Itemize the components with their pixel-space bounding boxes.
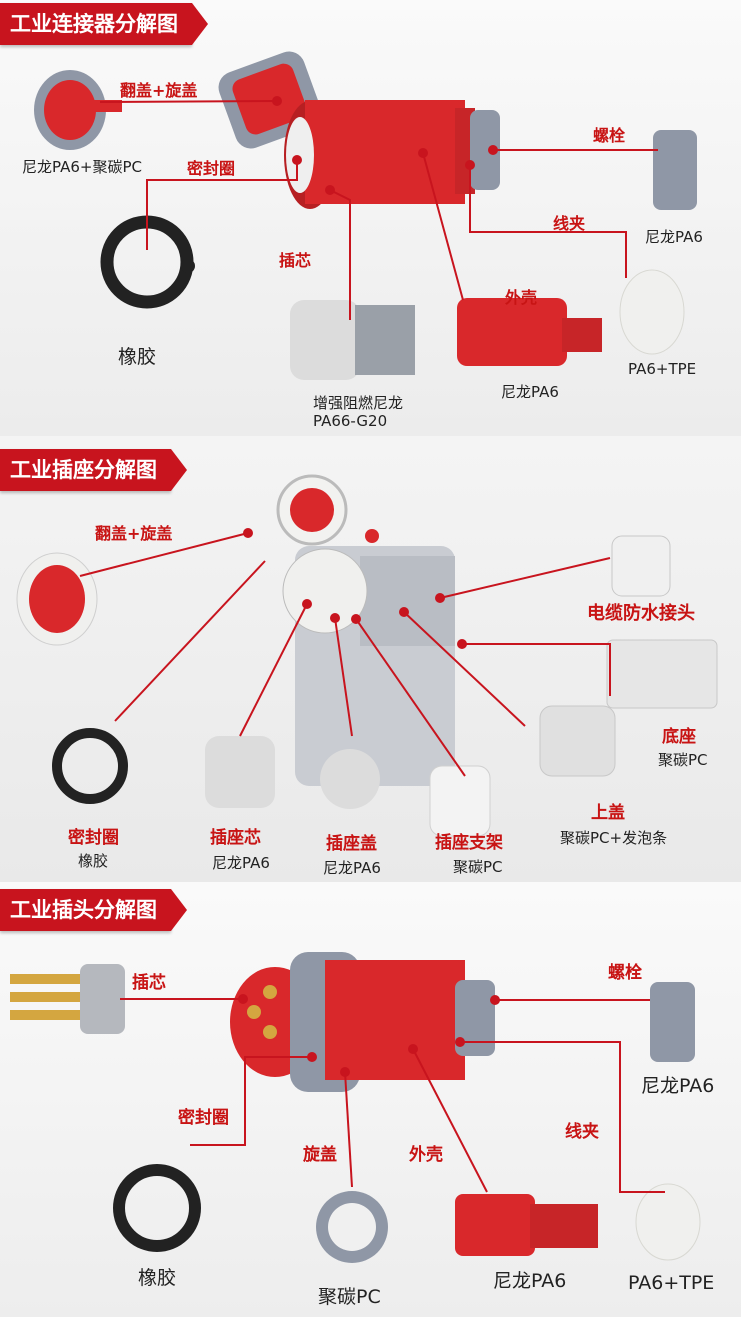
clamp-material: PA6+TPE [628,360,697,378]
connector-main-body [218,51,500,209]
screw-cap-material: 聚碳PC [318,1286,381,1308]
socket-bracket-part [429,765,491,837]
connector-arrows [99,100,658,320]
plug-title: 工业插头分解图 [0,889,187,931]
shell-material: 尼龙PA6 [493,1270,567,1292]
core-part [290,300,415,380]
top-cover-material: 聚碳PC+发泡条 [560,829,668,847]
bolt-material: 尼龙PA6 [645,228,703,246]
plug-main-body [230,952,495,1092]
shell-part [457,298,602,366]
socket-core-part [205,736,275,808]
socket-cap-part [320,749,380,809]
core-label: 插芯 [132,973,166,993]
base-material: 聚碳PC [658,751,708,769]
socket-core-material: 尼龙PA6 [212,854,270,872]
plug-section: 工业插头分解图 插芯 螺栓 尼龙PA6 密封圈 橡胶 旋盖 聚碳PC 外壳 尼龙… [0,882,741,1317]
rubber-label: 橡胶 [138,1267,177,1289]
screw-cap-part [316,1191,388,1263]
connector-arrow-dots [272,96,498,195]
clamp-material: PA6+TPE [628,1272,715,1294]
shell-part [455,1194,598,1256]
flip-cover-part [34,70,122,150]
socket-bracket-material: 聚碳PC [453,858,503,876]
socket-main-body [276,474,455,786]
base-part [606,639,718,709]
flip-cover-part [16,552,98,646]
core-material-2: PA66-G20 [313,412,388,430]
socket-title: 工业插座分解图 [0,449,187,491]
rubber-label: 橡胶 [118,346,157,368]
core-part [10,964,125,1034]
plug-illustration [10,952,701,1263]
bolt-part [653,130,697,210]
seal-ring-part [113,1164,201,1252]
core-material-1: 增强阻燃尼龙 [313,394,404,412]
cable-gland-label: 电缆防水接头 [587,603,695,624]
clamp-label: 线夹 [553,214,586,233]
socket-arrows [79,532,611,777]
socket-core-label: 插座芯 [210,828,261,848]
seal-ring-part [100,215,195,309]
bolt-label: 螺栓 [608,963,642,983]
connector-title: 工业连接器分解图 [0,3,208,45]
bolt-part [650,982,695,1062]
cover-label: 翻盖+旋盖 [95,524,173,543]
socket-cap-label: 插座盖 [326,834,377,854]
shell-label: 外壳 [505,288,538,307]
plug-arrow-dots [238,994,500,1077]
clamp-part [635,1183,701,1261]
core-label: 插芯 [279,251,312,270]
cover-material: 尼龙PA6+聚碳PC [22,158,142,176]
seal-material: 橡胶 [78,852,109,870]
base-label: 底座 [662,727,696,747]
cover-label: 翻盖+旋盖 [120,81,198,100]
cable-gland-part [611,535,671,597]
socket-section: 工业插座分解图 翻盖+旋盖 电缆防水接头 底座 聚碳PC 上盖 聚碳PC+发泡条… [0,436,741,882]
bolt-label: 螺栓 [593,126,626,145]
shell-label: 外壳 [409,1145,443,1165]
screw-cap-label: 旋盖 [303,1145,337,1165]
socket-cap-material: 尼龙PA6 [323,859,381,877]
seal-label: 密封圈 [178,1108,229,1128]
shell-material: 尼龙PA6 [501,383,559,401]
plug-arrows [120,998,665,1193]
socket-arrow-dots [243,528,467,649]
seal-label: 密封圈 [187,159,236,178]
connector-section: 工业连接器分解图 翻盖+旋盖 尼龙PA6+聚碳PC 密封圈 橡胶 插芯 增强阻燃… [0,0,741,436]
connector-illustration [34,51,697,380]
socket-bracket-label: 插座支架 [435,833,503,853]
socket-illustration [16,474,718,837]
top-cover-part [539,705,616,777]
top-cover-label: 上盖 [591,803,625,823]
bolt-material: 尼龙PA6 [641,1075,715,1097]
seal-ring-part [52,728,128,804]
seal-label: 密封圈 [68,828,119,848]
clamp-part [619,269,685,355]
clamp-label: 线夹 [565,1122,599,1142]
